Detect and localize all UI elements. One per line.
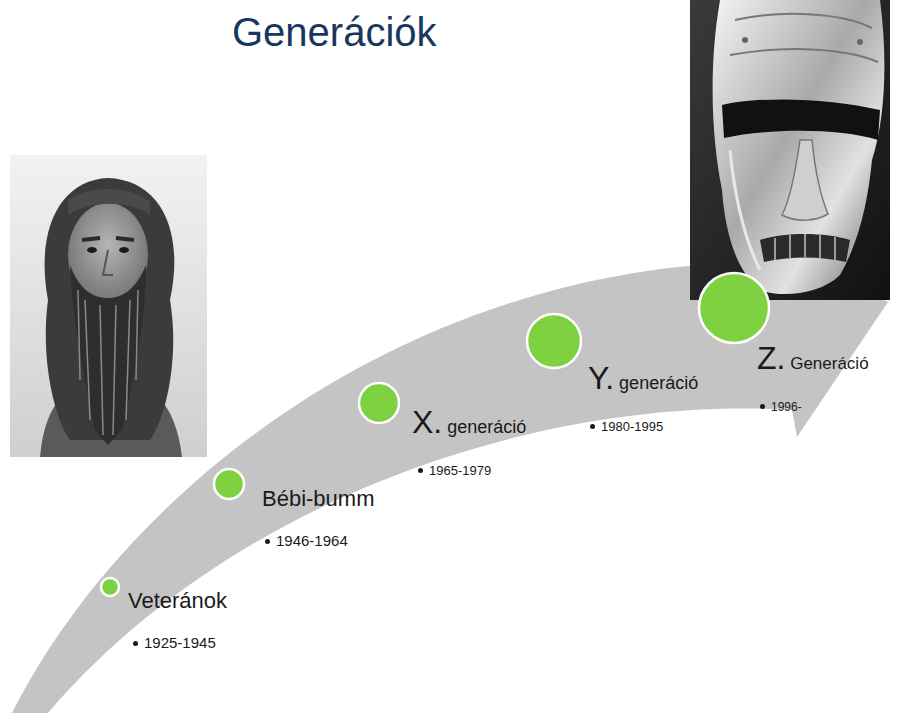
generation-circle <box>698 272 770 344</box>
bullet-dot <box>760 404 765 409</box>
generation-node: Bébi-bumm 1946-1964 <box>213 468 374 551</box>
year-range: 1996- <box>771 400 802 414</box>
generation-circle-shape <box>699 273 769 343</box>
generation-circle <box>213 468 245 500</box>
generation-node: Y. generáció 1980-1995 <box>526 313 698 436</box>
generation-circle-shape <box>359 383 399 423</box>
generation-circle <box>526 313 582 369</box>
bullet-dot <box>133 641 138 646</box>
timeline-arrow <box>12 232 888 713</box>
year-range-row: 1996- <box>760 398 869 416</box>
generation-circle-shape <box>214 469 244 499</box>
year-range: 1965-1979 <box>429 463 491 478</box>
generation-name: Y. generáció <box>588 360 698 401</box>
bullet-dot <box>590 424 595 429</box>
generation-node: Z. Generáció 1996- <box>698 272 869 416</box>
robot-face-photo <box>690 0 890 300</box>
generation-name: X. generáció <box>412 404 526 445</box>
old-man-photo <box>10 155 207 457</box>
bullet-dot <box>418 468 423 473</box>
bullet-dot <box>265 539 270 544</box>
year-range: 1980-1995 <box>601 419 663 434</box>
year-range-row: 1946-1964 <box>265 530 374 551</box>
year-range-row: 1965-1979 <box>418 461 526 480</box>
generation-circle <box>358 382 400 424</box>
diagram-title: Generációk <box>232 10 437 55</box>
generation-node: Veteránok 1925-1945 <box>100 577 227 653</box>
generation-name: Z. Generáció <box>757 340 869 382</box>
generation-name: Veteránok <box>128 588 227 614</box>
year-range-row: 1925-1945 <box>133 632 227 653</box>
generation-circle <box>100 577 120 597</box>
generation-node: X. generáció 1965-1979 <box>358 382 526 480</box>
year-range: 1925-1945 <box>144 634 216 651</box>
generation-circle-shape <box>527 314 581 368</box>
year-range: 1946-1964 <box>276 532 348 549</box>
year-range-row: 1980-1995 <box>590 417 698 436</box>
generation-circle-shape <box>101 578 119 596</box>
generation-name: Bébi-bumm <box>262 486 374 512</box>
